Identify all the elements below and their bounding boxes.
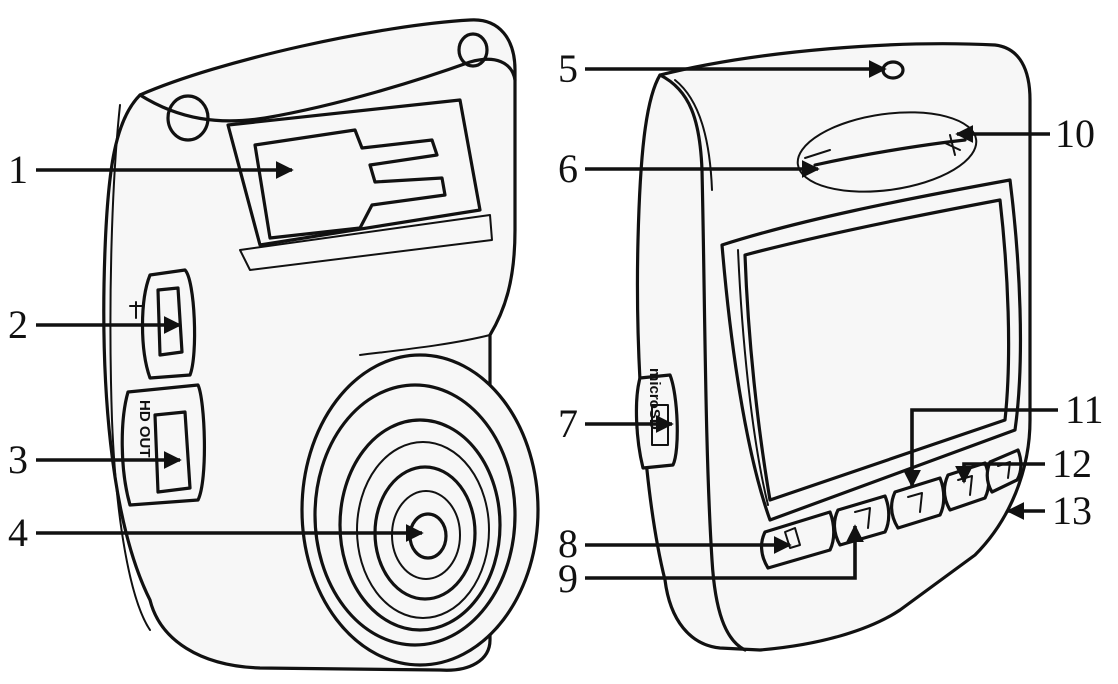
hd-out-label: HD OUT bbox=[136, 400, 153, 458]
left-callouts: 1 2 3 4 bbox=[8, 147, 424, 555]
right-callouts: 5 6 7 8 9 10 11 12 13 bbox=[558, 46, 1104, 601]
callout-label-8: 8 bbox=[558, 521, 578, 566]
right-camera-view: microSD 5 6 7 8 9 10 bbox=[558, 42, 1104, 652]
callout-label-5: 5 bbox=[558, 46, 578, 91]
mount-knob bbox=[166, 94, 210, 142]
leader-12 bbox=[955, 462, 1045, 484]
callout-label-1: 1 bbox=[8, 147, 28, 192]
lens-assembly bbox=[300, 353, 540, 667]
callout-label-2: 2 bbox=[8, 302, 28, 347]
microsd-label: microSD bbox=[646, 368, 663, 430]
button-13 bbox=[985, 448, 1023, 494]
callout-label-7: 7 bbox=[558, 401, 578, 446]
callout-label-11: 11 bbox=[1065, 387, 1104, 432]
indicator-window bbox=[796, 111, 978, 193]
mount-bracket bbox=[226, 98, 493, 271]
microsd-slot: microSD bbox=[634, 368, 679, 470]
hd-out-port: HD OUT bbox=[120, 383, 207, 507]
left-camera-view: HD OUT 1 2 3 4 bbox=[8, 18, 540, 672]
callout-label-9: 9 bbox=[558, 556, 578, 601]
callout-label-12: 12 bbox=[1052, 441, 1092, 486]
callout-label-6: 6 bbox=[558, 146, 578, 191]
callout-label-13: 13 bbox=[1052, 488, 1092, 533]
callout-label-10: 10 bbox=[1055, 111, 1095, 156]
leader-11 bbox=[903, 408, 1058, 488]
button-11 bbox=[890, 476, 946, 530]
leader-9 bbox=[585, 524, 864, 580]
lcd-screen bbox=[743, 198, 1011, 502]
callout-label-4: 4 bbox=[8, 510, 28, 555]
callout-label-3: 3 bbox=[8, 437, 28, 482]
